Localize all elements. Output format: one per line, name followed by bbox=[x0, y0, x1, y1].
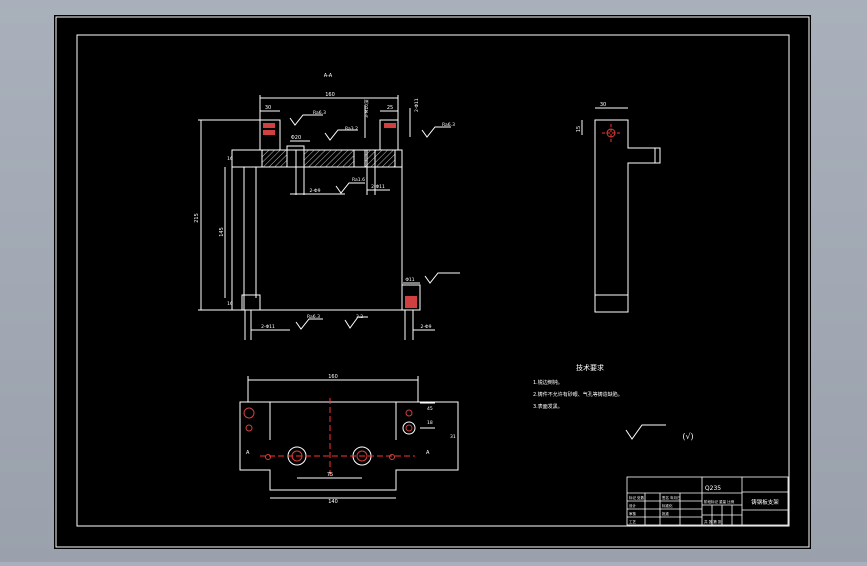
roughness-mid: Ra3.2 bbox=[345, 126, 358, 132]
general-roughness: (√) bbox=[625, 424, 694, 441]
cut-label-left: A bbox=[246, 450, 250, 456]
dim-holes-2b: 2-Φ9 bbox=[310, 188, 321, 194]
front-section-view: A-A 160 30 25 Φ20 Ra6.3 Ra3.2 3-M10深 2-Φ… bbox=[194, 73, 460, 340]
title-row-2: 设计 bbox=[629, 503, 637, 508]
dim-holes-3: 3-M10深 bbox=[363, 99, 370, 118]
title-block: Q235 铸钢板支架 标记 处数 设计 审核 工艺 签名 年月日 标准化 批准 … bbox=[626, 476, 789, 526]
title-part-name: 铸钢板支架 bbox=[751, 498, 779, 506]
title-mid-1: 签名 年月日 bbox=[662, 495, 681, 500]
note-v: 3.2 bbox=[356, 314, 363, 320]
dim-bottom-hole: Φ11 bbox=[405, 277, 414, 283]
title-material: Q235 bbox=[705, 485, 721, 492]
roughness-r: Ra1.6 bbox=[352, 177, 365, 183]
note-item-2: 2.铸件不允许有砂眼、气孔等铸造缺陷。 bbox=[533, 391, 623, 398]
dim-plan-h1: 45 bbox=[427, 406, 433, 412]
plan-view: 160 A A 75 140 45 18 31 bbox=[239, 374, 459, 505]
dim-right-step: 25 bbox=[387, 105, 393, 111]
dim-plan-bottom: 140 bbox=[328, 499, 338, 505]
dim-plan-top: 160 bbox=[328, 374, 338, 380]
dim-foot-left: 2-Φ11 bbox=[261, 324, 275, 330]
technical-notes: 技术要求 1.锐边倒钝。 2.铸件不允许有砂眼、气孔等铸造缺陷。 3.表面发黑。 bbox=[533, 363, 623, 410]
dim-top-width: 160 bbox=[325, 92, 335, 98]
title-row-1: 标记 处数 bbox=[629, 495, 645, 500]
title-row-4: 工艺 bbox=[629, 519, 637, 524]
dim-left-step: 30 bbox=[265, 105, 271, 111]
dim-side-h: 15 bbox=[576, 126, 582, 132]
drawing-paper bbox=[54, 15, 811, 549]
roughness-symbol: (√) bbox=[682, 432, 693, 441]
roughness-bottom: Ra6.3 bbox=[307, 314, 320, 320]
dim-plan-mid: 75 bbox=[327, 472, 333, 478]
notes-title: 技术要求 bbox=[576, 363, 604, 372]
inner-frame bbox=[76, 34, 790, 527]
dim-hole-dia: Φ20 bbox=[291, 135, 301, 141]
dim-plan-h2: 18 bbox=[427, 420, 433, 426]
outer-border bbox=[55, 16, 810, 548]
side-view: 30 15 bbox=[576, 102, 661, 313]
title-mid-2: 标准化 bbox=[662, 503, 673, 508]
title-mid-3: 批准 bbox=[662, 511, 670, 516]
note-item-3: 3.表面发黑。 bbox=[533, 403, 563, 410]
title-right-2: 共 张 第 张 bbox=[704, 519, 722, 524]
title-right-1: 阶段标记 重量 比例 bbox=[704, 499, 735, 504]
dim-holes-2: 2-Φ11 bbox=[414, 98, 420, 112]
roughness-top: Ra6.3 bbox=[313, 110, 326, 116]
dim-height-top: 16 bbox=[227, 156, 233, 162]
section-label: A-A bbox=[324, 73, 333, 79]
roughness-right: Ra6.3 bbox=[442, 122, 455, 128]
dim-height-bottom: 16 bbox=[227, 301, 233, 307]
dim-height-body: 145 bbox=[219, 227, 225, 237]
dim-plan-side: 31 bbox=[450, 434, 456, 440]
note-item-1: 1.锐边倒钝。 bbox=[533, 379, 563, 386]
dim-bottom-dia: 2-Φ11 bbox=[371, 184, 385, 190]
cut-label-right: A bbox=[426, 450, 430, 456]
title-row-3: 审核 bbox=[629, 511, 637, 516]
dim-height-total: 215 bbox=[194, 213, 200, 223]
dim-foot-right: 2-Φ9 bbox=[421, 324, 432, 330]
dim-side-w: 30 bbox=[600, 102, 606, 108]
